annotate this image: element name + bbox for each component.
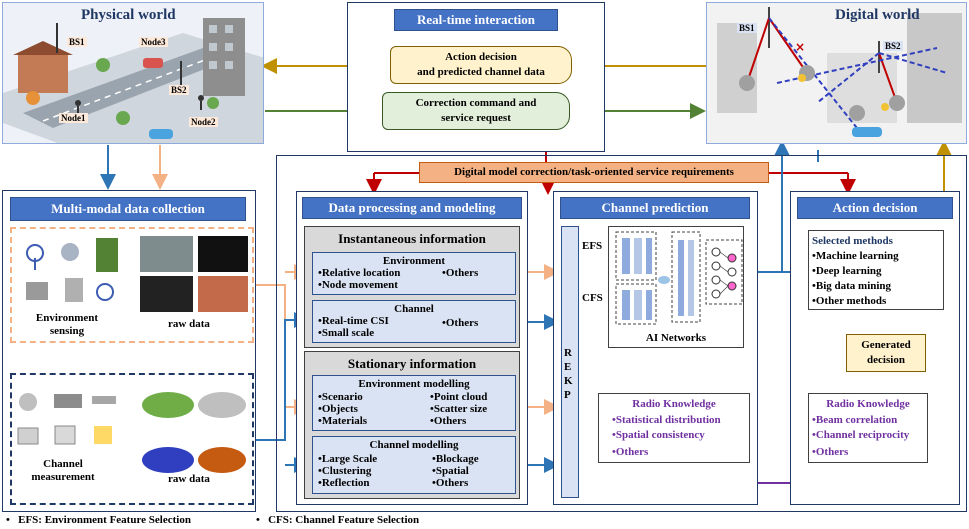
digital-world-scene: × [717, 7, 962, 137]
digital-world-panel: × Digital world BS1 BS2 [706, 2, 967, 144]
env-info-item-1: •Node movement [318, 279, 398, 291]
bs2-label: BS2 [169, 85, 189, 95]
selected-methods-box [808, 230, 944, 310]
env-info-others: •Others [442, 267, 479, 279]
selected-method-3: •Other methods [812, 295, 887, 307]
instantaneous-title: Instantaneous information [338, 231, 486, 246]
chan-model-left-1: •Clustering [318, 465, 372, 477]
chan-model-box [312, 436, 516, 494]
action-decision-text-2: and predicted channel data [417, 66, 545, 78]
digital-world-title: Digital world [835, 7, 920, 23]
efs-label: EFS [582, 240, 603, 252]
channel-prediction-title: Channel prediction [560, 197, 750, 219]
footnote-cfs: • CFS: Channel Feature Selection [256, 514, 420, 526]
channel-info-box [312, 300, 516, 343]
generated-decision-text-2: decision [867, 354, 905, 366]
generated-decision-text: Generated [861, 339, 911, 351]
physical-world-panel: Physical world BS1 Node3 BS2 Node1 Node2 [2, 2, 264, 144]
env-sensing-text: Environment [35, 312, 99, 324]
chan-model-right-2: •Others [432, 477, 469, 489]
radio-knowledge-box-ad [808, 393, 928, 463]
action-decision-title: Action decision [797, 197, 953, 219]
ai-networks-box [608, 226, 744, 348]
digital-bs1-label: BS1 [737, 23, 757, 33]
raw-data-label-1: raw data [168, 318, 210, 330]
channel-info-title: Channel [394, 303, 434, 315]
rekp-letter-p: P [564, 389, 571, 401]
channel-info-others: •Others [442, 317, 479, 329]
radio-knowledge-box-cp [598, 393, 750, 463]
raw-data-label-2: raw data [168, 473, 210, 485]
correction-cylinder: Correction command and service request [382, 92, 570, 130]
rekp-bar [561, 226, 579, 498]
env-model-box [312, 375, 516, 431]
chan-model-right-1: •Spatial [432, 465, 469, 477]
env-model-left-1: •Objects [318, 403, 358, 415]
rekp-letter-r: R [564, 347, 572, 359]
selected-method-1: •Deep learning [812, 265, 882, 277]
env-model-right-0: •Point cloud [430, 391, 488, 403]
env-model-left-2: •Materials [318, 415, 368, 427]
env-info-title: Environment [382, 255, 446, 267]
stationary-title: Stationary information [347, 356, 477, 371]
env-info-item-0: •Relative location [318, 267, 401, 279]
physical-world-title: Physical world [81, 7, 176, 23]
svg-text:×: × [795, 40, 805, 54]
channel-measurement-group [10, 373, 254, 505]
action-decision-text: Action decision [445, 51, 517, 63]
correction-text: Correction command and [415, 97, 537, 109]
node3-label: Node3 [139, 37, 168, 47]
radio-knowledge-cp-item-0: •Statistical distribution [612, 414, 721, 426]
selected-method-0: •Machine learning [812, 250, 899, 262]
channel-measurement-text: Channel [43, 458, 83, 470]
env-sensing-group [10, 227, 254, 343]
radio-knowledge-title-cp: Radio Knowledge [632, 398, 716, 410]
processing-container [276, 155, 967, 512]
radio-knowledge-ad-item-2: •Others [812, 446, 849, 458]
node1-label: Node1 [59, 113, 88, 123]
digital-model-bar: Digital model correction/task-oriented s… [419, 162, 769, 183]
radio-knowledge-cp-item-1: •Spatial consistency [612, 429, 705, 441]
radio-knowledge-ad-item-1: •Channel reciprocity [812, 429, 910, 441]
radio-knowledge-cp-item-2: •Others [612, 446, 649, 458]
multimodal-title: Multi-modal data collection [10, 197, 246, 221]
chan-model-right-0: •Blockage [432, 453, 479, 465]
env-info-box [312, 252, 516, 295]
digital-bs2-label: BS2 [883, 41, 903, 51]
selected-method-2: •Big data mining [812, 280, 892, 292]
bs1-label: BS1 [67, 37, 87, 47]
chan-model-left-0: •Large Scale [318, 453, 378, 465]
radio-knowledge-title-ad: Radio Knowledge [826, 398, 910, 410]
chan-model-left-2: •Reflection [318, 477, 370, 489]
chan-model-title: Channel modelling [369, 439, 459, 451]
radio-knowledge-ad-item-0: •Beam correlation [812, 414, 898, 426]
env-model-right-2: •Others [430, 415, 467, 427]
channel-info-item-0: •Real-time CSI [318, 315, 389, 327]
ai-networks-label: AI Networks [645, 332, 707, 344]
channel-measurement-label: Channel measurement [18, 458, 108, 484]
env-sensing-text-2: sensing [49, 325, 85, 337]
action-decision-cylinder: Action decision and predicted channel da… [390, 46, 572, 84]
node2-label: Node2 [189, 117, 218, 127]
env-model-title: Environment modelling [358, 378, 470, 390]
env-model-right-1: •Scatter size [430, 403, 488, 415]
env-model-left-0: •Scenario [318, 391, 363, 403]
channel-info-item-1: •Small scale [318, 327, 375, 339]
selected-methods-title: Selected methods [812, 235, 893, 247]
real-time-title: Real-time interaction [394, 9, 558, 31]
rekp-letter-k: K [564, 375, 573, 387]
footnote-efs-text: EFS: Environment Feature Selection [18, 514, 191, 526]
channel-measurement-text-2: measurement [31, 471, 95, 483]
data-processing-title: Data processing and modeling [302, 197, 522, 219]
env-sensing-label: Environment sensing [22, 312, 112, 338]
rekp-letter-e: E [564, 361, 572, 373]
cfs-label: CFS [582, 292, 603, 304]
generated-decision-box: Generated decision [846, 334, 926, 372]
correction-text-2: service request [441, 112, 511, 124]
footnote-efs: • EFS: Environment Feature Selection [6, 514, 191, 526]
footnote-cfs-text: CFS: Channel Feature Selection [268, 514, 420, 526]
